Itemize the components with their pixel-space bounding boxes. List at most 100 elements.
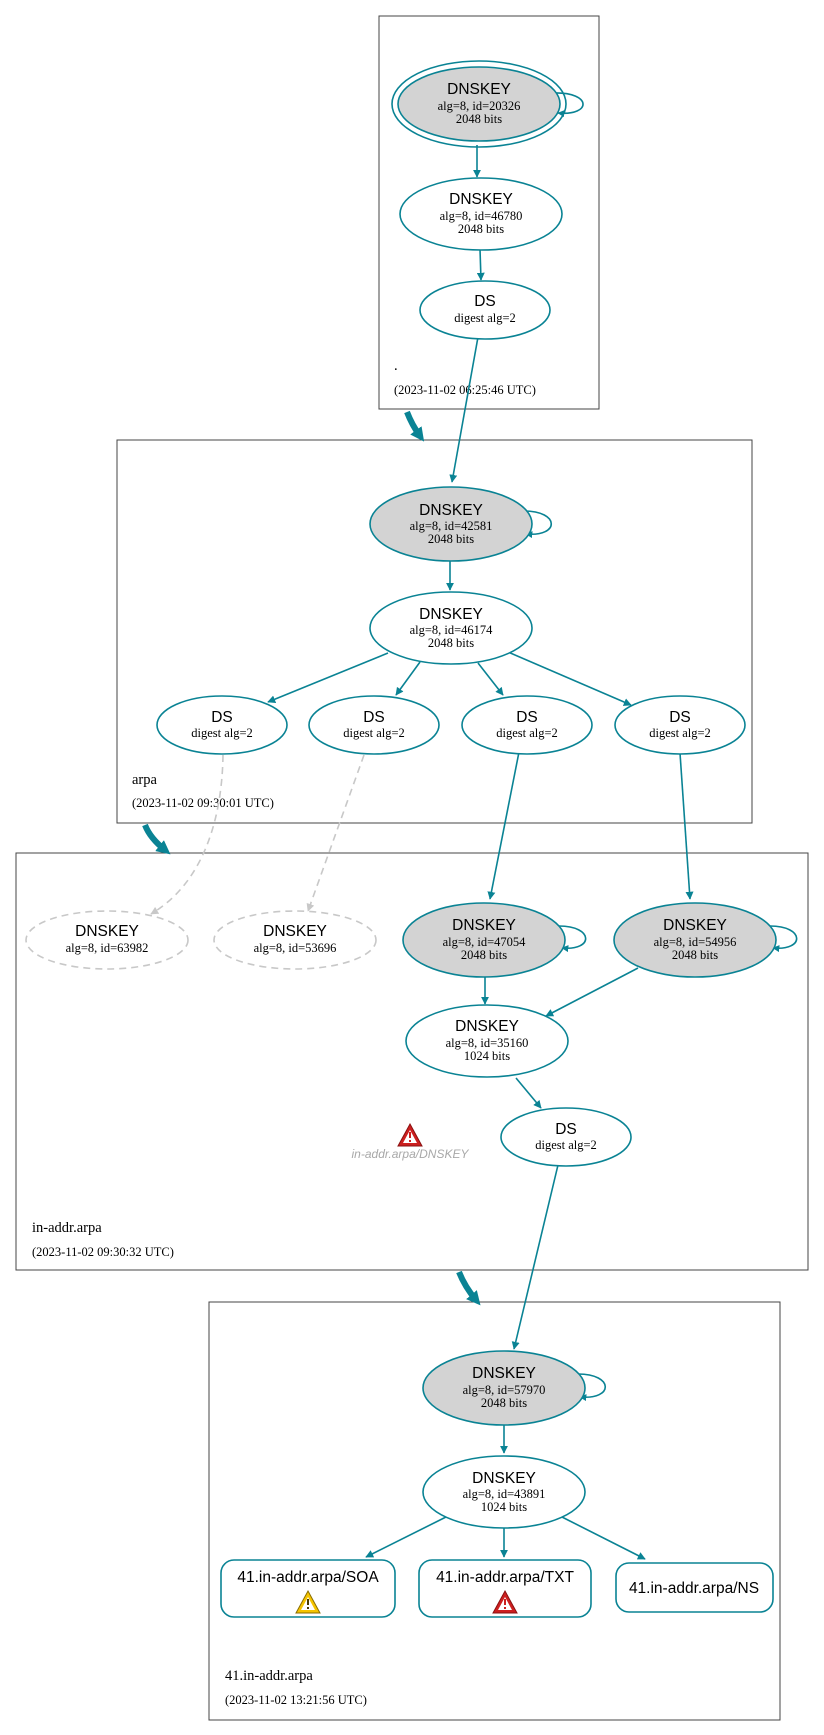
node-arpa-zsk-line1: alg=8, id=46174: [410, 623, 494, 637]
node-root-zsk-title: DNSKEY: [449, 191, 513, 208]
node-arpa-ds1-line1: digest alg=2: [191, 726, 253, 740]
edge-ia-ksk2-self: [769, 925, 798, 953]
node-root-ds-title: DS: [474, 293, 496, 310]
edge-ia-zsk-to-ds: [515, 1077, 542, 1109]
node-arpa-ds-4[interactable]: DS digest alg=2: [614, 695, 746, 755]
edge-arpa-ds2-to-missing2: [306, 754, 365, 912]
node-ia-zsk[interactable]: DNSKEY alg=8, id=35160 1024 bits: [405, 1004, 569, 1078]
node-arpa-ds3-line1: digest alg=2: [496, 726, 558, 740]
node-root-zsk-line2: 2048 bits: [458, 222, 504, 236]
node-ia-warning-label: in-addr.arpa/DNSKEY: [352, 1147, 470, 1161]
node-f-txt[interactable]: 41.in-addr.arpa/TXT: [418, 1559, 592, 1618]
node-arpa-ds4-line1: digest alg=2: [649, 726, 711, 740]
edge-arpa-ds3-to-ia-ksk1: [487, 751, 520, 900]
error-icon: [397, 1122, 423, 1147]
node-ia-zsk-line1: alg=8, id=35160: [446, 1036, 529, 1050]
node-root-zsk-line1: alg=8, id=46780: [440, 209, 523, 223]
node-ia-ds-title: DS: [555, 1121, 577, 1138]
zone-in-addr-arpa-time: (2023-11-02 09:30:32 UTC): [32, 1245, 174, 1259]
node-ia-ksk1-line1: alg=8, id=47054: [443, 935, 527, 949]
node-root-zsk[interactable]: DNSKEY alg=8, id=46780 2048 bits: [399, 177, 563, 251]
node-root-ksk[interactable]: DNSKEY alg=8, id=20326 2048 bits: [391, 60, 567, 148]
node-root-ds-line1: digest alg=2: [454, 311, 516, 325]
node-ia-dnskey-error[interactable]: in-addr.arpa/DNSKEY: [352, 1122, 470, 1161]
node-arpa-ds-3[interactable]: DS digest alg=2: [461, 695, 593, 755]
node-arpa-ds-2[interactable]: DS digest alg=2: [308, 695, 440, 755]
node-f-ksk[interactable]: DNSKEY alg=8, id=57970 2048 bits: [422, 1350, 586, 1426]
node-arpa-ksk-line1: alg=8, id=42581: [410, 519, 493, 533]
node-ia-missing-dnskey-2[interactable]: DNSKEY alg=8, id=53696: [213, 910, 377, 970]
edge-arpa-zsk-to-ds1: [267, 652, 389, 703]
zone-arpa: arpa (2023-11-02 09:30:01 UTC): [116, 439, 753, 824]
zone-root-time: (2023-11-02 06:25:46 UTC): [394, 383, 536, 397]
zone-root: . (2023-11-02 06:25:46 UTC): [378, 15, 600, 410]
node-f-soa-title: 41.in-addr.arpa/SOA: [237, 1569, 379, 1586]
node-ia-ksk2-line2: 2048 bits: [672, 948, 718, 962]
node-ia-ksk2-line1: alg=8, id=54956: [654, 935, 737, 949]
node-ia-ds-line1: digest alg=2: [535, 1138, 597, 1152]
node-ia-ksk-2[interactable]: DNSKEY alg=8, id=54956 2048 bits: [613, 902, 777, 978]
node-f-zsk[interactable]: DNSKEY alg=8, id=43891 1024 bits: [422, 1455, 586, 1529]
node-arpa-ds3-title: DS: [516, 709, 538, 726]
edge-f-ksk-self: [577, 1373, 607, 1402]
node-ia-missing2-line1: alg=8, id=53696: [254, 941, 337, 955]
node-ia-zsk-title: DNSKEY: [455, 1018, 519, 1035]
node-root-ksk-line1: alg=8, id=20326: [438, 99, 521, 113]
node-root-ksk-title: DNSKEY: [447, 81, 511, 98]
node-root-ds[interactable]: DS digest alg=2: [419, 280, 551, 340]
error-icon: [492, 1589, 518, 1614]
node-f-txt-title: 41.in-addr.arpa/TXT: [436, 1569, 574, 1586]
node-arpa-zsk-title: DNSKEY: [419, 606, 483, 623]
node-f-zsk-line2: 1024 bits: [481, 1500, 527, 1514]
edge-arpa-ksk-self: [523, 510, 553, 539]
node-ia-missing2-title: DNSKEY: [263, 923, 327, 940]
zone-root-name: .: [394, 358, 398, 374]
edge-arpa-zsk-to-ds2: [395, 661, 421, 696]
node-f-ksk-line1: alg=8, id=57970: [463, 1383, 546, 1397]
delegation-arrow-root-to-arpa: [404, 410, 425, 442]
zone-arpa-name: arpa: [132, 772, 158, 788]
edge-arpa-ds4-to-ia-ksk2: [679, 752, 694, 900]
delegation-arrow-arpa-to-in-addr: [142, 823, 171, 855]
edge-arpa-ds1-to-missing1: [150, 754, 224, 915]
edge-arpa-zsk-to-ds4: [507, 651, 632, 706]
node-arpa-ksk[interactable]: DNSKEY alg=8, id=42581 2048 bits: [369, 486, 533, 562]
node-ia-missing1-title: DNSKEY: [75, 923, 139, 940]
edge-root-ds-to-arpa-ksk: [449, 336, 479, 483]
zone-arpa-time: (2023-11-02 09:30:01 UTC): [132, 796, 274, 810]
node-f-soa[interactable]: 41.in-addr.arpa/SOA: [220, 1559, 396, 1618]
node-root-ksk-line2: 2048 bits: [456, 112, 502, 126]
node-f-ksk-title: DNSKEY: [472, 1365, 536, 1382]
node-ia-missing1-line1: alg=8, id=63982: [66, 941, 149, 955]
node-f-ns-title: 41.in-addr.arpa/NS: [629, 1580, 759, 1597]
edge-f-zsk-to-ns: [559, 1515, 646, 1560]
zone-41-name: 41.in-addr.arpa: [225, 1668, 313, 1684]
edge-ia-ksk1-self: [558, 925, 587, 953]
node-ia-ksk1-title: DNSKEY: [452, 917, 516, 934]
node-arpa-ksk-line2: 2048 bits: [428, 532, 474, 546]
node-arpa-ds-1[interactable]: DS digest alg=2: [156, 695, 288, 755]
node-ia-ksk1-line2: 2048 bits: [461, 948, 507, 962]
node-f-ksk-line2: 2048 bits: [481, 1396, 527, 1410]
node-f-ns[interactable]: 41.in-addr.arpa/NS: [615, 1562, 774, 1613]
warning-icon: [295, 1589, 321, 1614]
zone-in-addr-arpa-name: in-addr.arpa: [32, 1220, 102, 1236]
node-ia-ksk-1[interactable]: DNSKEY alg=8, id=47054 2048 bits: [402, 902, 566, 978]
node-arpa-ksk-title: DNSKEY: [419, 502, 483, 519]
edge-root-zsk-to-ds: [476, 248, 485, 281]
node-ia-missing-dnskey-1[interactable]: DNSKEY alg=8, id=63982: [25, 910, 189, 970]
node-ia-ds[interactable]: DS digest alg=2: [500, 1107, 632, 1167]
edge-ia-ksk2-to-zsk: [545, 967, 639, 1017]
node-arpa-ds2-line1: digest alg=2: [343, 726, 405, 740]
node-f-zsk-title: DNSKEY: [472, 1470, 536, 1487]
node-arpa-zsk[interactable]: DNSKEY alg=8, id=46174 2048 bits: [369, 591, 533, 665]
edge-arpa-zsk-to-ds3: [477, 662, 504, 696]
edge-ia-ds-to-f-ksk: [511, 1164, 559, 1350]
edge-f-zsk-to-soa: [365, 1515, 449, 1558]
node-arpa-zsk-line2: 2048 bits: [428, 636, 474, 650]
node-ia-zsk-line2: 1024 bits: [464, 1049, 510, 1063]
zone-41-in-addr-arpa: 41.in-addr.arpa (2023-11-02 13:21:56 UTC…: [208, 1301, 781, 1721]
delegation-arrow-in-addr-to-41: [456, 1270, 481, 1306]
zone-in-addr-arpa: in-addr.arpa (2023-11-02 09:30:32 UTC): [15, 852, 809, 1271]
